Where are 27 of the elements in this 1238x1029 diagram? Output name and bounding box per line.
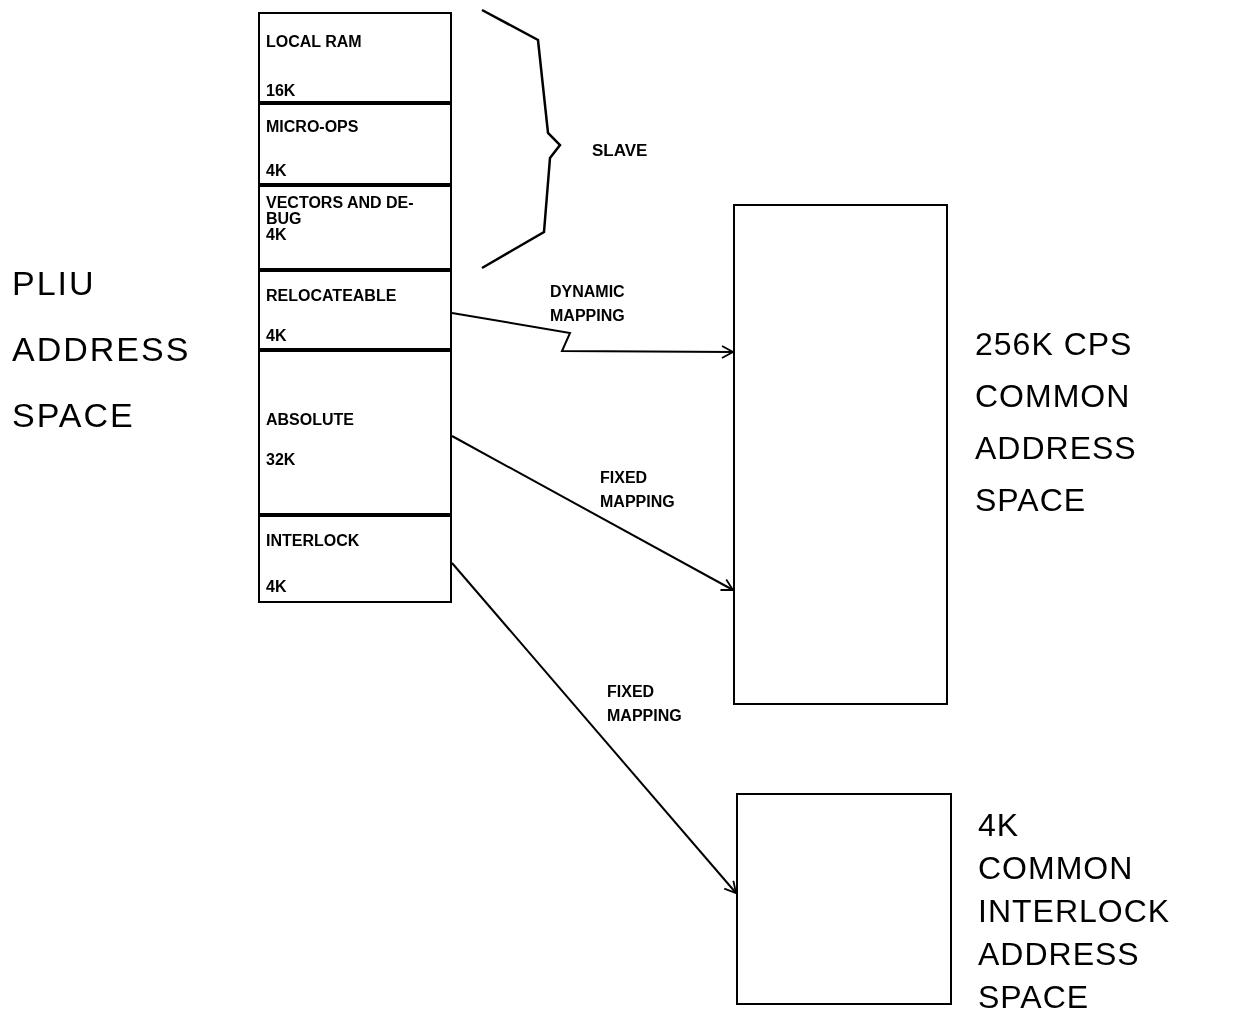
bracket-label: SLAVE	[592, 140, 648, 162]
address-space-caption: 4K COMMON INTERLOCK ADDRESS SPACE	[978, 806, 1171, 1017]
memory-segment	[258, 103, 452, 185]
segment-size: 32K	[266, 452, 297, 468]
segment-name: ABSOLUTE	[266, 412, 355, 428]
memory-segment	[258, 515, 452, 603]
segment-size: 4K	[266, 163, 288, 179]
memory-segment	[258, 185, 452, 270]
memory-segment	[258, 350, 452, 515]
memory-box	[736, 793, 952, 1005]
segment-name: VECTORS AND DE-BUG	[266, 195, 415, 227]
segment-size: 4K	[266, 227, 288, 243]
segment-size: 4K	[266, 328, 288, 344]
memory-segment	[258, 12, 452, 103]
memory-box	[733, 204, 948, 705]
arrow	[451, 562, 737, 894]
segment-name: INTERLOCK	[266, 533, 361, 549]
segment-size: 16K	[266, 83, 297, 99]
segment-name: LOCAL RAM	[266, 34, 363, 50]
memory-segment	[258, 270, 452, 350]
address-space-caption: PLIU ADDRESS SPACE	[12, 263, 191, 436]
segment-size: 4K	[266, 579, 288, 595]
arrow	[451, 435, 734, 591]
segment-name: MICRO-OPS	[266, 119, 360, 135]
arrow	[451, 312, 734, 359]
address-space-caption: 256K CPS COMMON ADDRESS SPACE	[975, 325, 1137, 520]
segment-name: RELOCATEABLE	[266, 288, 398, 304]
